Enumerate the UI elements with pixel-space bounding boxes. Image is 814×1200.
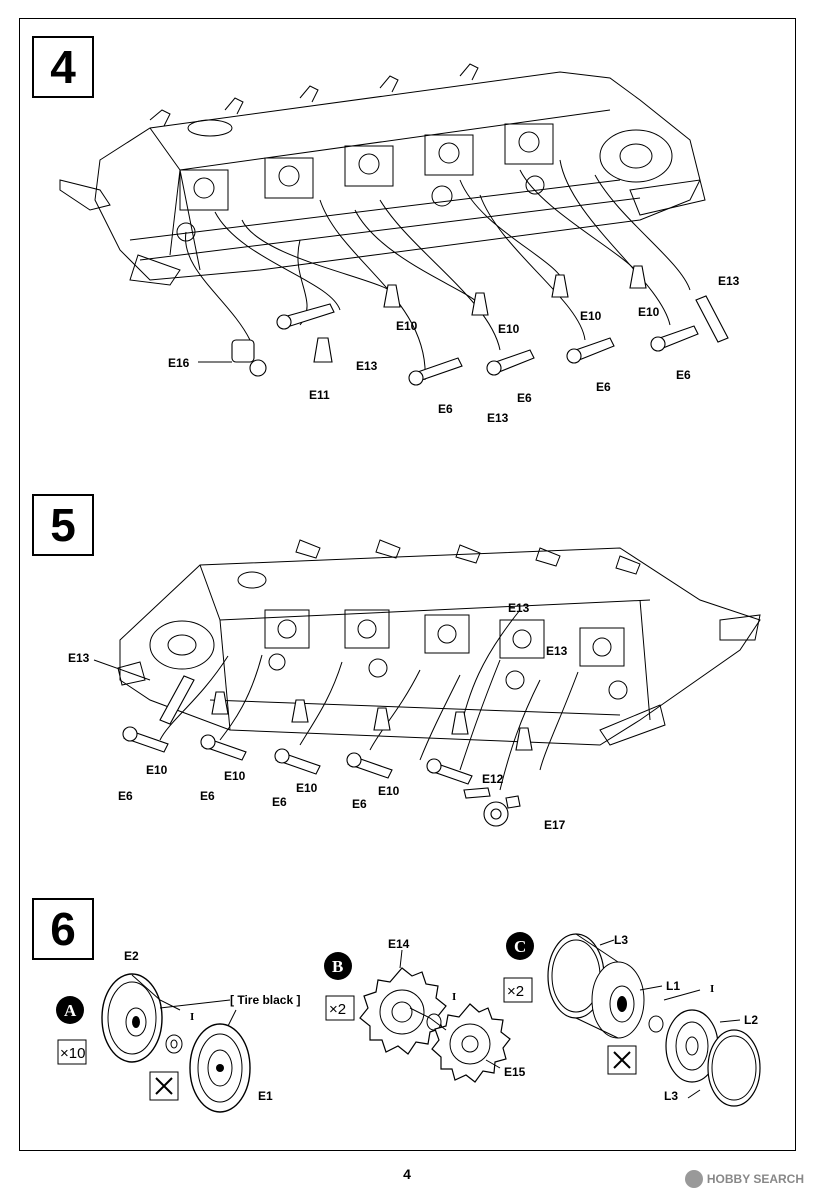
step6-sub-c-labels: L3 L1 I L2 L3 [614,933,758,1103]
watermark-logo-icon [684,1170,703,1188]
step5-hull-drawing [117,539,761,746]
part-label: E12 [482,772,504,786]
step5-leader-lines [159,609,579,791]
part-label: E17 [544,818,566,832]
part-label: I [190,1011,194,1023]
sub-a-letter: A [64,1001,77,1020]
part-label: E6 [517,391,532,405]
instruction-sheet-frame [19,18,796,1151]
step-number: 4 [50,41,76,93]
part-label: E13 [718,274,740,288]
part-label: E10 [638,305,660,319]
step6-subassembly-c: C ×2 [503,932,761,1107]
part-label: E10 [580,309,602,323]
step5-labels: E13 E13 E13 E6 E10 E6 E10 E6 E10 E6 E10 … [68,601,568,832]
part-label: E10 [224,769,246,783]
sub-b-multiplier-box [325,995,355,1021]
watermark: HOBBY SEARCH [684,1170,804,1188]
step-number-box-4: 4 [32,36,94,98]
sub-a-multiplier-box [57,1039,87,1065]
sub-c-letter: C [514,937,526,956]
part-label: E6 [272,795,287,809]
part-label: E15 [504,1065,526,1079]
part-label: E6 [676,368,691,382]
part-label: E6 [352,797,367,811]
part-label: E1 [258,1089,273,1103]
part-label: L3 [614,933,628,947]
step6-subassembly-b: B ×2 [324,949,511,1083]
part-label: E13 [356,359,378,373]
step4-parts [231,265,729,386]
part-label: E10 [378,784,400,798]
step-number-box-5: 5 [32,494,94,556]
part-label: E11 [309,388,330,402]
part-label: E14 [388,937,410,951]
step5-parts [122,675,533,827]
part-label: L3 [664,1089,678,1103]
page-number: 4 [403,1166,411,1182]
part-label: I [710,983,714,995]
part-label: E10 [396,319,418,333]
sub-a-multiplier: ×10 [60,1045,85,1062]
sub-c-multiplier: ×2 [507,983,524,1000]
sub-b-letter: B [332,957,343,976]
step-number-box-6: 6 [32,898,94,960]
part-label: E10 [296,781,318,795]
part-label: E6 [118,789,133,803]
part-label: L2 [744,1013,758,1027]
step-number: 5 [50,499,76,551]
sub-a-badge [56,996,84,1024]
sub-c-multiplier-box [503,977,533,1003]
sub-b-multiplier: ×2 [329,1001,346,1018]
part-label: E6 [438,402,453,416]
sub-c-badge [506,932,534,960]
part-label: E2 [124,949,139,963]
paint-note: [ Tire black ] [230,993,300,1007]
part-label: E13 [68,651,90,665]
step4-leader-lines [185,159,691,381]
part-label: I [452,991,456,1003]
step4-hull-drawing [59,63,706,286]
part-label: E13 [487,411,509,425]
sub-b-badge [324,952,352,980]
part-label: E10 [498,322,520,336]
watermark-text: HOBBY SEARCH [706,1172,804,1186]
part-label: E13 [508,601,530,615]
step6-subassembly-a: A ×10 [56,973,251,1113]
step6-sub-b-labels: E14 I E15 [388,937,526,1079]
step6-sub-a-labels: E2 I E1 [ Tire black ] [124,949,300,1103]
part-label: E6 [200,789,215,803]
part-label: E16 [168,356,190,370]
step-number: 6 [50,903,76,955]
part-label: E13 [546,644,568,658]
part-label: E10 [146,763,168,777]
part-label: L1 [666,979,680,993]
part-label: E6 [596,380,611,394]
step4-labels: E13 E10 E10 E10 E10 E16 E13 E11 E6 E13 E… [168,274,740,425]
